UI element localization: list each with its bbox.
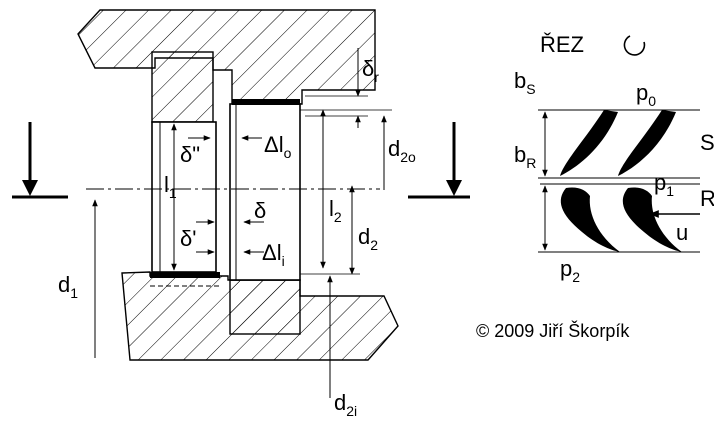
label-l1: l1 [164,172,177,201]
rotor-blade [229,103,301,281]
label-R: R [700,186,714,211]
label-d2: d2 [358,224,378,253]
label-d2o: d2o [388,136,416,165]
label-delta: δ [254,198,266,223]
label-delta-r: δr [362,56,379,85]
label-p0: p0 [636,80,656,109]
label-delta-prime: δ' [180,226,196,251]
upper-casing [77,9,376,105]
label-u: u [676,220,688,245]
label-bs: bS [514,68,536,97]
stator-blade [151,121,217,273]
stator-blade-profile [560,110,618,176]
stator-blade-profile [618,110,676,176]
section-marker-right [408,122,470,199]
label-S: S [700,130,714,155]
label-p1: p1 [654,170,674,199]
stator-hub-seal [150,272,220,278]
copyright: © 2009 Jiří Škorpík [476,320,630,341]
section-marker-left [12,122,68,199]
label-d2i: d2i [334,390,357,419]
label-p2: p2 [560,256,580,285]
label-delta-l-i: Δli [262,240,285,269]
stator-root [151,51,214,123]
rotor-root [229,279,301,335]
label-delta-double-prime: δ" [180,142,200,167]
label-l2: l2 [329,196,342,225]
section-title: ŘEZ [540,32,584,57]
label-delta-l-o: Δlo [264,132,292,161]
label-bR: bR [514,142,536,171]
rotation-circle-icon [623,35,646,56]
label-d1: d1 [58,272,78,301]
rotor-tip-seal [232,99,300,105]
rotor-blade-profile [560,187,620,252]
rotor-blade-profile [622,187,682,252]
